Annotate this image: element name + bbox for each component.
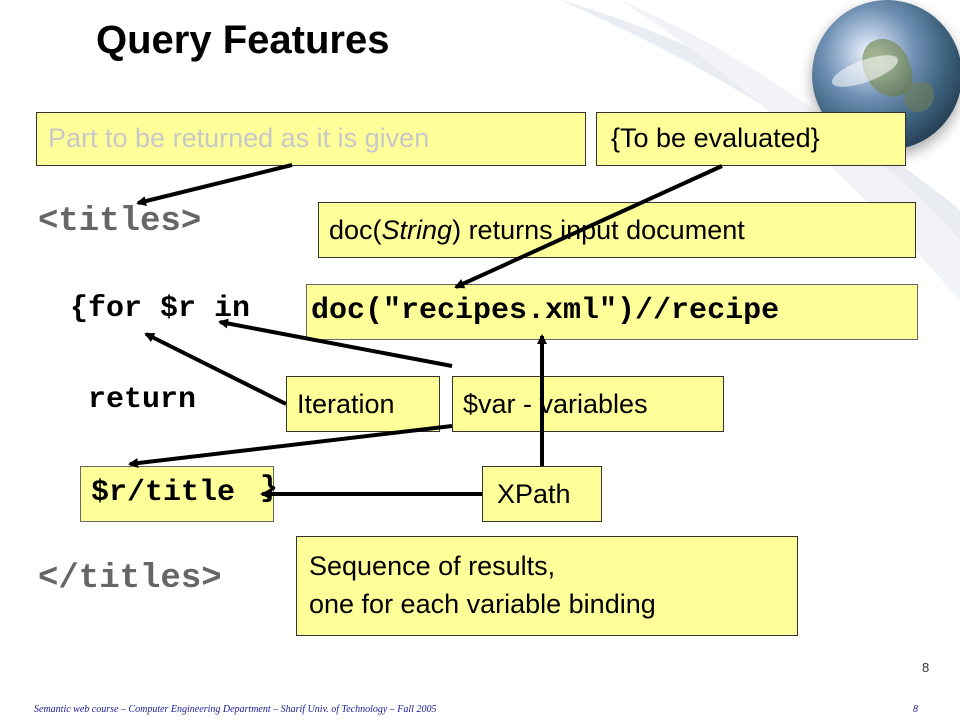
closing-brace: } (260, 472, 279, 506)
slide-title: Query Features (96, 18, 390, 62)
doc-returns-callout: doc(String) returns input document (318, 202, 916, 258)
doc-prefix: doc( (329, 215, 382, 245)
sequence-line2: one for each variable binding (309, 589, 656, 619)
returned-as-given-label: Part to be returned as it is given (48, 123, 430, 153)
return-keyword: return (88, 383, 197, 417)
title-path-box: $r/title (80, 466, 274, 522)
iteration-callout: Iteration (286, 376, 440, 432)
open-titles-tag: <titles> (38, 203, 202, 241)
doc-string-param: String (381, 215, 453, 245)
title-path-code: $r/title (91, 476, 236, 510)
page-number: 8 (922, 660, 930, 675)
variables-callout: $var - variables (452, 376, 724, 432)
arrow-given-to-titles (136, 163, 293, 206)
close-titles-tag: </titles> (38, 560, 222, 598)
doc-expression-box: doc("recipes.xml")//recipe (306, 284, 918, 340)
variables-label: $var - variables (463, 389, 648, 419)
to-be-evaluated-label: {To be evaluated} (611, 123, 820, 153)
doc-expression-code: doc("recipes.xml")//recipe (311, 294, 780, 328)
sequence-callout: Sequence of results, one for each variab… (296, 536, 798, 636)
footer-page-number: 8 (913, 704, 918, 715)
iteration-label: Iteration (297, 389, 395, 419)
returned-as-given-callout: Part to be returned as it is given (36, 112, 586, 166)
doc-returns-label: doc(String) returns input document (329, 215, 745, 246)
for-clause: {for $r in (70, 292, 251, 326)
xpath-label: XPath (497, 479, 571, 509)
to-be-evaluated-callout: {To be evaluated} (596, 112, 906, 166)
footer-text: Semantic web course – Computer Engineeri… (34, 704, 437, 715)
doc-suffix: ) returns input document (452, 215, 745, 245)
xpath-callout: XPath (482, 466, 602, 522)
sequence-line1: Sequence of results, (309, 551, 556, 581)
